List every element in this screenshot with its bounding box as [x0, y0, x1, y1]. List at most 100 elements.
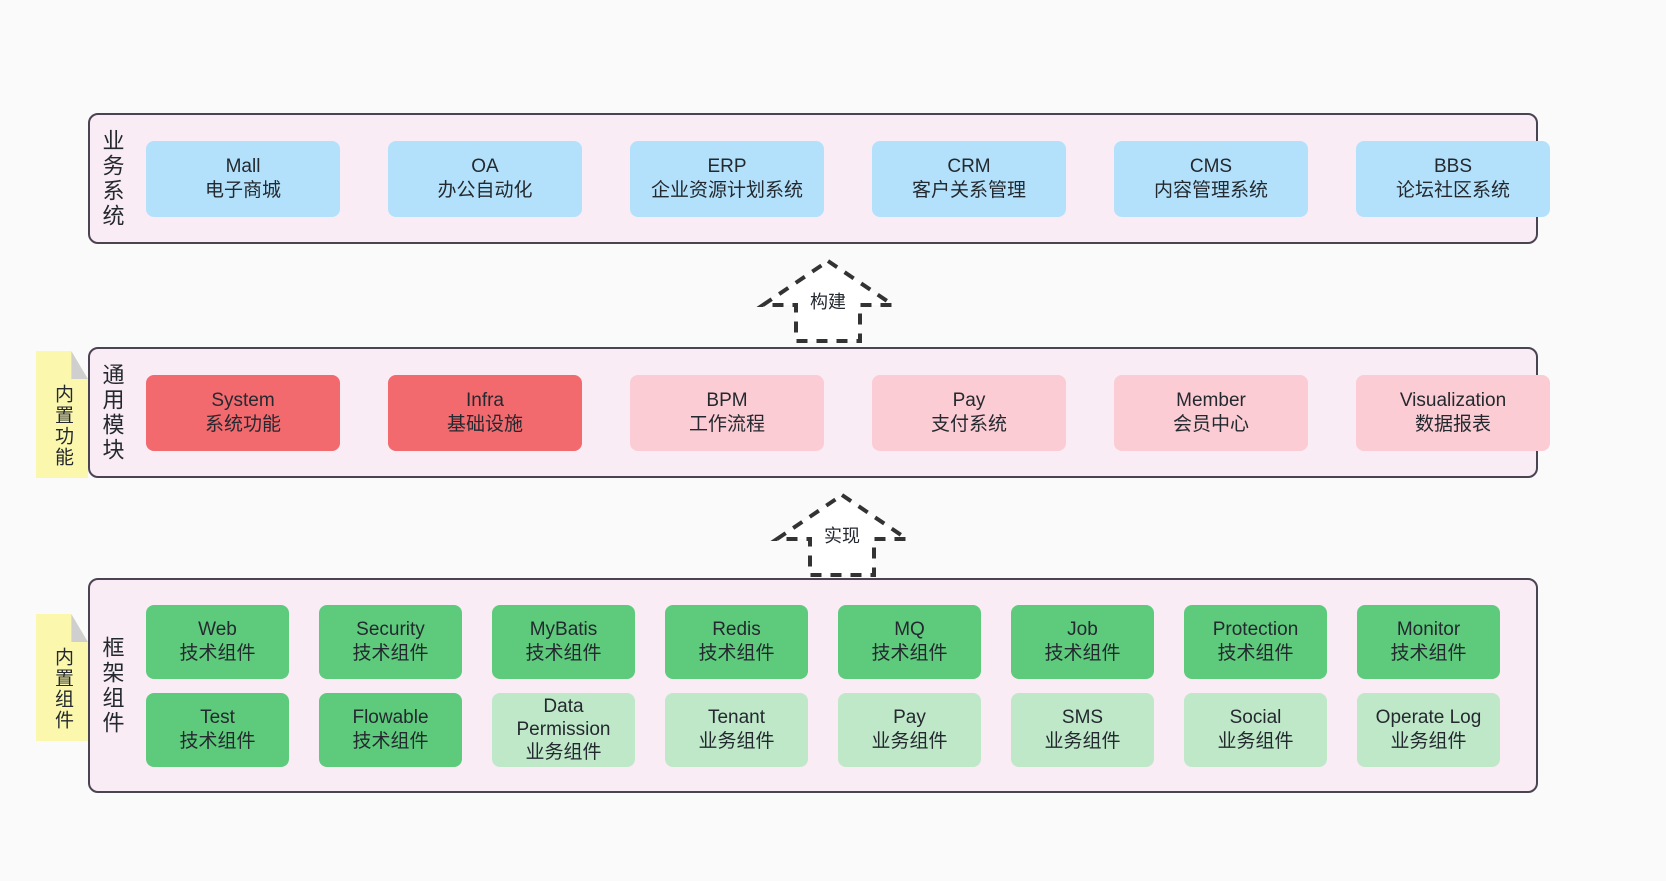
card-bbs[interactable]: BBS 论坛社区系统	[1356, 140, 1550, 217]
card-bpm[interactable]: BPM 工作流程	[630, 374, 824, 451]
layer-body-business-system: Mall 电子商城 OA 办公自动化 ERP 企业资源计划系统 CRM 客户关系…	[134, 115, 1562, 242]
card-title: CMS	[1189, 156, 1233, 178]
card-mybatis[interactable]: MyBatis 技术组件	[492, 604, 635, 679]
note-label: 内置功能	[51, 383, 73, 468]
card-title: Monitor	[1396, 619, 1461, 641]
card-mq[interactable]: MQ 技术组件	[838, 604, 981, 679]
card-infra[interactable]: Infra 基础设施	[388, 374, 582, 451]
layer-business-system[interactable]: 业务系统 Mall 电子商城 OA 办公自动化 ERP 企业资源计划系统 CRM…	[88, 113, 1550, 244]
card-operate-log[interactable]: Operate Log 业务组件	[1357, 692, 1500, 767]
card-title: Tenant	[707, 707, 766, 729]
connector-build-label: 构建	[810, 292, 846, 312]
card-security[interactable]: Security 技术组件	[319, 604, 462, 679]
card-title: Operate Log	[1375, 707, 1482, 729]
card-sms[interactable]: SMS 业务组件	[1011, 692, 1154, 767]
connector-implement-label: 实现	[824, 526, 860, 546]
card-subtitle: 技术组件	[1390, 642, 1467, 664]
card-title: CRM	[947, 156, 991, 178]
card-subtitle: 业务组件	[525, 742, 602, 764]
note-label: 内置组件	[51, 646, 73, 731]
card-title: Mall	[225, 156, 261, 178]
note-fold-corner-icon	[71, 614, 88, 642]
card-row: Web 技术组件 Security 技术组件 MyBatis 技术组件 Redi…	[146, 604, 1524, 679]
implement-arrow-shape	[770, 492, 914, 577]
card-subtitle: 技术组件	[698, 642, 775, 664]
card-subtitle: 企业资源计划系统	[650, 179, 803, 201]
connector-implement-arrow: 实现	[770, 492, 914, 578]
card-protection[interactable]: Protection 技术组件	[1184, 604, 1327, 679]
card-title: Flowable	[352, 707, 429, 729]
card-crm[interactable]: CRM 客户关系管理	[872, 140, 1066, 217]
card-title: Data Permission	[516, 695, 611, 740]
card-title: MyBatis	[529, 619, 598, 641]
card-subtitle: 技术组件	[871, 642, 948, 664]
build-arrow-shape	[756, 258, 900, 343]
card-data-permission[interactable]: Data Permission 业务组件	[492, 692, 635, 767]
card-oa[interactable]: OA 办公自动化	[388, 140, 582, 217]
card-flowable[interactable]: Flowable 技术组件	[319, 692, 462, 767]
card-subtitle: 技术组件	[525, 642, 602, 664]
card-visualization[interactable]: Visualization 数据报表	[1356, 374, 1550, 451]
card-title: Redis	[712, 619, 761, 641]
layer-body-framework-component: Web 技术组件 Security 技术组件 MyBatis 技术组件 Redi…	[134, 580, 1536, 791]
card-pay-business[interactable]: Pay 业务组件	[838, 692, 981, 767]
card-job[interactable]: Job 技术组件	[1011, 604, 1154, 679]
card-redis[interactable]: Redis 技术组件	[665, 604, 808, 679]
card-title: Pay	[893, 707, 926, 729]
card-mall[interactable]: Mall 电子商城	[146, 140, 340, 217]
card-row: System 系统功能 Infra 基础设施 BPM 工作流程 Pay 支付系统…	[146, 374, 1550, 451]
card-title: Pay	[952, 390, 986, 412]
card-member[interactable]: Member 会员中心	[1114, 374, 1308, 451]
layer-label-framework-component: 框架组件	[99, 635, 125, 736]
card-test[interactable]: Test 技术组件	[146, 692, 289, 767]
card-subtitle: 支付系统	[930, 413, 1007, 435]
card-erp[interactable]: ERP 企业资源计划系统	[630, 140, 824, 217]
card-system[interactable]: System 系统功能	[146, 374, 340, 451]
card-title: System	[211, 390, 275, 412]
card-monitor[interactable]: Monitor 技术组件	[1357, 604, 1500, 679]
card-tenant[interactable]: Tenant 业务组件	[665, 692, 808, 767]
card-title: Security	[356, 619, 425, 641]
card-title: OA	[471, 156, 499, 178]
card-subtitle: 办公自动化	[437, 179, 533, 201]
card-subtitle: 论坛社区系统	[1395, 179, 1510, 201]
card-subtitle: 技术组件	[179, 730, 256, 752]
card-title: SMS	[1061, 707, 1104, 729]
card-social[interactable]: Social 业务组件	[1184, 692, 1327, 767]
note-fold-corner-icon	[71, 351, 88, 379]
card-subtitle: 工作流程	[688, 413, 765, 435]
card-row: Mall 电子商城 OA 办公自动化 ERP 企业资源计划系统 CRM 客户关系…	[146, 140, 1550, 217]
note-builtin-component[interactable]: 内置组件	[36, 614, 88, 741]
card-title: ERP	[707, 156, 747, 178]
card-subtitle: 基础设施	[446, 413, 523, 435]
card-subtitle: 技术组件	[352, 642, 429, 664]
note-builtin-function[interactable]: 内置功能	[36, 351, 88, 478]
card-web[interactable]: Web 技术组件	[146, 604, 289, 679]
card-title: Member	[1176, 390, 1246, 412]
card-title: MQ	[894, 619, 925, 641]
card-subtitle: 数据报表	[1414, 413, 1491, 435]
card-title: Test	[200, 707, 235, 729]
layer-body-common-module: System 系统功能 Infra 基础设施 BPM 工作流程 Pay 支付系统…	[134, 349, 1562, 476]
card-subtitle: 业务组件	[1217, 730, 1294, 752]
card-title: Infra	[465, 390, 505, 412]
card-title: Job	[1067, 619, 1098, 641]
layer-common-module[interactable]: 通用模块 System 系统功能 Infra 基础设施 BPM 工作流程 Pay…	[88, 347, 1550, 478]
card-subtitle: 业务组件	[1390, 730, 1467, 752]
card-subtitle: 会员中心	[1172, 413, 1249, 435]
card-cms[interactable]: CMS 内容管理系统	[1114, 140, 1308, 217]
layer-label-common-module: 通用模块	[99, 362, 125, 463]
layer-label-business-system: 业务系统	[99, 128, 125, 229]
card-subtitle: 业务组件	[698, 730, 775, 752]
card-title: BBS	[1433, 156, 1473, 178]
card-pay[interactable]: Pay 支付系统	[872, 374, 1066, 451]
card-title: Visualization	[1399, 390, 1507, 412]
card-subtitle: 技术组件	[1044, 642, 1121, 664]
card-subtitle: 客户关系管理	[911, 179, 1026, 201]
card-title: Protection	[1212, 619, 1299, 641]
card-subtitle: 内容管理系统	[1153, 179, 1268, 201]
layer-framework-component[interactable]: 框架组件 Web 技术组件 Security 技术组件 MyBatis 技术组件…	[88, 578, 1538, 793]
card-subtitle: 系统功能	[204, 413, 281, 435]
card-subtitle: 业务组件	[871, 730, 948, 752]
